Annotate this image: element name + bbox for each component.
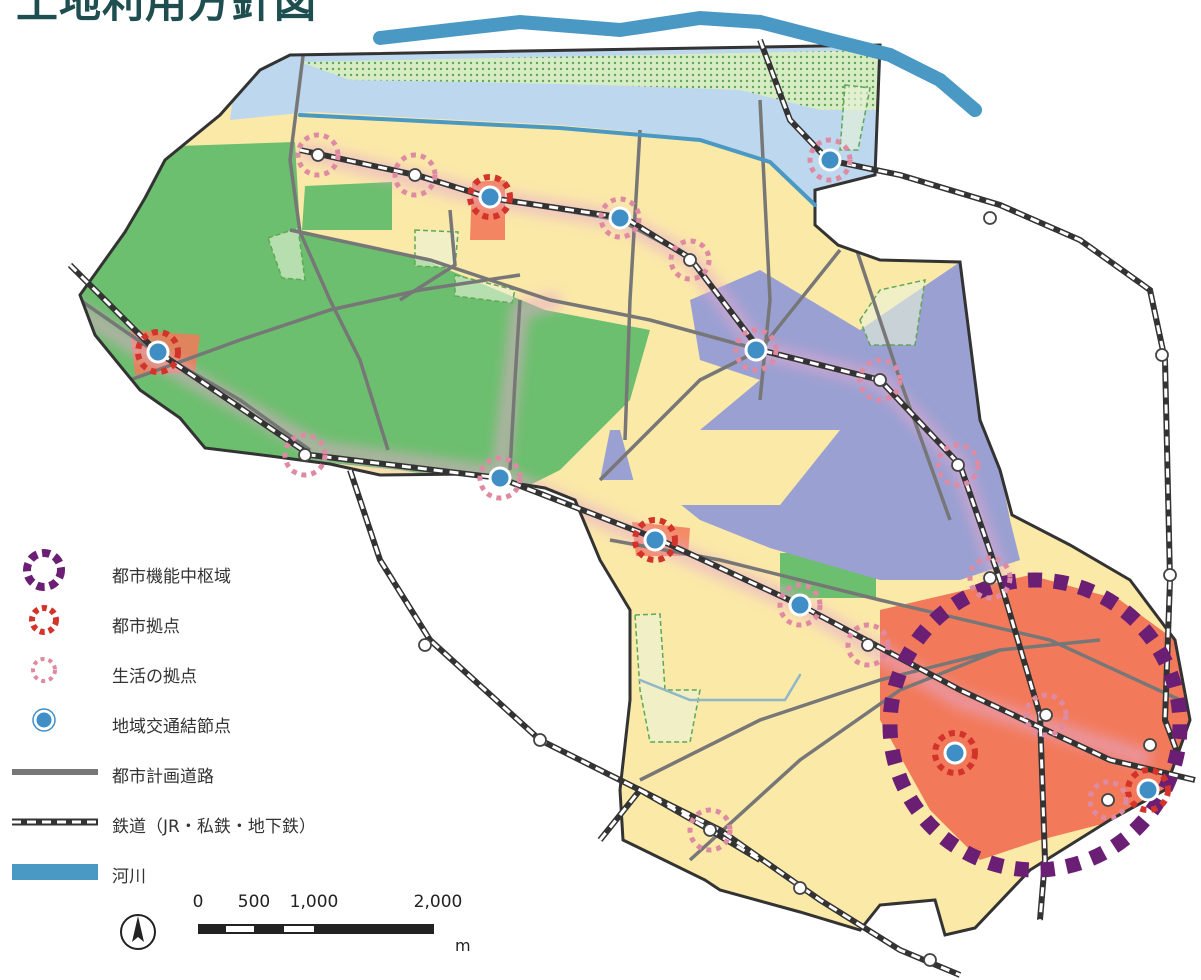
scale-tick-0: 0	[192, 892, 204, 912]
legend-label: 河川	[112, 867, 146, 887]
legend-label: 生活の拠点	[112, 667, 197, 687]
green-zone-north	[302, 182, 392, 230]
city-boundary	[78, 43, 1192, 937]
legend-item-rail: 鉄道（JR・私鉄・地下鉄）	[10, 798, 340, 848]
scale-bar: 0 500 1,000 2,000 m	[118, 892, 478, 972]
north-arrow-icon	[120, 914, 156, 950]
legend-label: 鉄道（JR・私鉄・地下鉄）	[112, 817, 316, 837]
main-river	[373, 10, 982, 117]
scale-unit: m	[455, 936, 471, 955]
purple-dashed-ring-icon	[23, 549, 65, 591]
blue-dot-icon	[32, 708, 56, 732]
legend-item-life: 生活の拠点	[10, 648, 340, 698]
rivers	[298, 10, 982, 702]
scale-tick-500: 500	[237, 892, 271, 912]
scale-tick-1000: 1,000	[289, 892, 339, 912]
legend-item-hub: 都市拠点	[10, 598, 340, 648]
red-dashed-ring-icon	[29, 605, 59, 635]
legend-label: 地域交通結節点	[112, 717, 231, 737]
scale-tick-2000: 2,000	[413, 892, 463, 912]
life-bases	[282, 132, 1129, 853]
legend-item-node: 地域交通結節点	[10, 698, 340, 748]
transport-nodes	[146, 148, 1160, 802]
legend-label: 都市計画道路	[112, 767, 214, 787]
pink-dashed-ring-icon	[31, 657, 57, 683]
legend: 都市機能中枢域 都市拠点 生活の拠点 地域交通結節点 都市計画道路 鉄道（JR・…	[10, 548, 340, 898]
legend-label: 都市拠点	[112, 617, 180, 637]
special-areas	[267, 84, 926, 743]
inner-river	[298, 113, 817, 207]
dashed-rail-icon	[12, 818, 98, 826]
green-belt	[300, 50, 880, 110]
stations	[298, 148, 1177, 967]
page-title: 土地利用方針図	[16, 0, 318, 27]
water-area-zone	[230, 45, 900, 250]
legend-item-road: 都市計画道路	[10, 748, 340, 798]
railways	[67, 38, 1196, 978]
small-stream	[638, 673, 802, 702]
urban-core-ring	[882, 572, 1188, 878]
legend-label: 都市機能中枢域	[112, 567, 231, 587]
urban-hubs	[135, 174, 1171, 813]
legend-item-river: 河川	[10, 848, 340, 898]
legend-item-center: 都市機能中枢域	[10, 548, 340, 598]
gray-line-icon	[12, 769, 98, 775]
scale-bar-graphic	[198, 924, 434, 934]
residential-yellow-band	[620, 430, 840, 505]
blue-band-icon	[12, 864, 98, 880]
